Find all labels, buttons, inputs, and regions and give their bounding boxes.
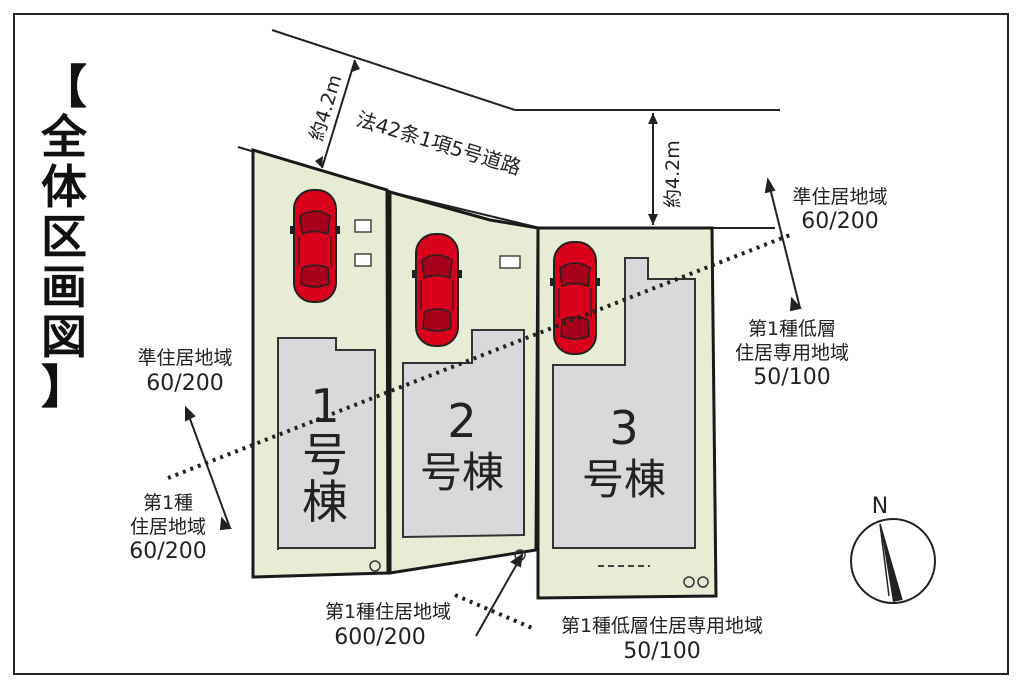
building-2-number: 2 — [447, 394, 476, 448]
road-label: 法42条1項5号道路 — [354, 107, 524, 180]
zone-right-name: 住居専用地域 — [735, 342, 849, 364]
title-open-bracket: 【 — [41, 60, 87, 114]
zone-top-right-ratio: 60/200 — [801, 209, 878, 234]
zone-left-name: 準住居地域 — [137, 347, 232, 369]
road-width-left: 約4.2m — [306, 59, 360, 169]
building-1-number: 1 — [310, 379, 339, 433]
title-char: 図 — [41, 310, 87, 364]
road-width-right-label: 約4.2m — [662, 140, 684, 208]
lot-3 — [536, 226, 718, 600]
building-1-suffix: 棟 — [302, 475, 348, 529]
building-3-suffix: 号棟 — [582, 455, 666, 504]
frame-border — [13, 13, 1009, 675]
zoning-boundary-line — [454, 593, 533, 630]
zone-left-lower-name: 住居地域 — [130, 516, 206, 538]
north-arrow-icon: N — [850, 494, 936, 604]
zone-left-lower-name: 第1種 — [143, 492, 193, 514]
zone-top-right-name: 準住居地域 — [792, 186, 887, 208]
lot-1 — [251, 147, 390, 579]
title-char: 区 — [41, 210, 87, 264]
zone-left-lower-ratio: 60/200 — [129, 539, 206, 564]
title-close-bracket: 】 — [41, 360, 87, 414]
zone-right-ratio: 50/100 — [753, 365, 830, 390]
title-char: 体 — [41, 160, 87, 214]
zone-bottom-center-name: 第1種住居地域 — [325, 601, 451, 623]
plan-title: 【 全 体 区 画 図 】 — [38, 62, 90, 412]
car-icon — [549, 241, 601, 355]
zone-left-ratio: 60/200 — [146, 371, 223, 396]
zone-bottom-right-ratio: 50/100 — [623, 639, 700, 664]
car-icon — [289, 189, 341, 303]
zone-leaders — [185, 177, 802, 637]
title-char: 画 — [41, 260, 87, 314]
building-2-suffix: 号棟 — [420, 448, 504, 497]
road-width-right: 約4.2m — [648, 113, 684, 225]
lot-2 — [388, 190, 540, 575]
building-3-number: 3 — [609, 401, 638, 455]
zone-bottom-center-ratio: 600/200 — [334, 625, 425, 650]
zone-right-name: 第1種低層 — [748, 318, 836, 340]
building-1-suffix: 号 — [302, 428, 348, 482]
zone-bottom-right-name: 第1種低層住居専用地域 — [561, 615, 763, 637]
title-char: 全 — [41, 110, 87, 164]
compass-label: N — [872, 494, 888, 519]
car-icon — [411, 233, 463, 347]
